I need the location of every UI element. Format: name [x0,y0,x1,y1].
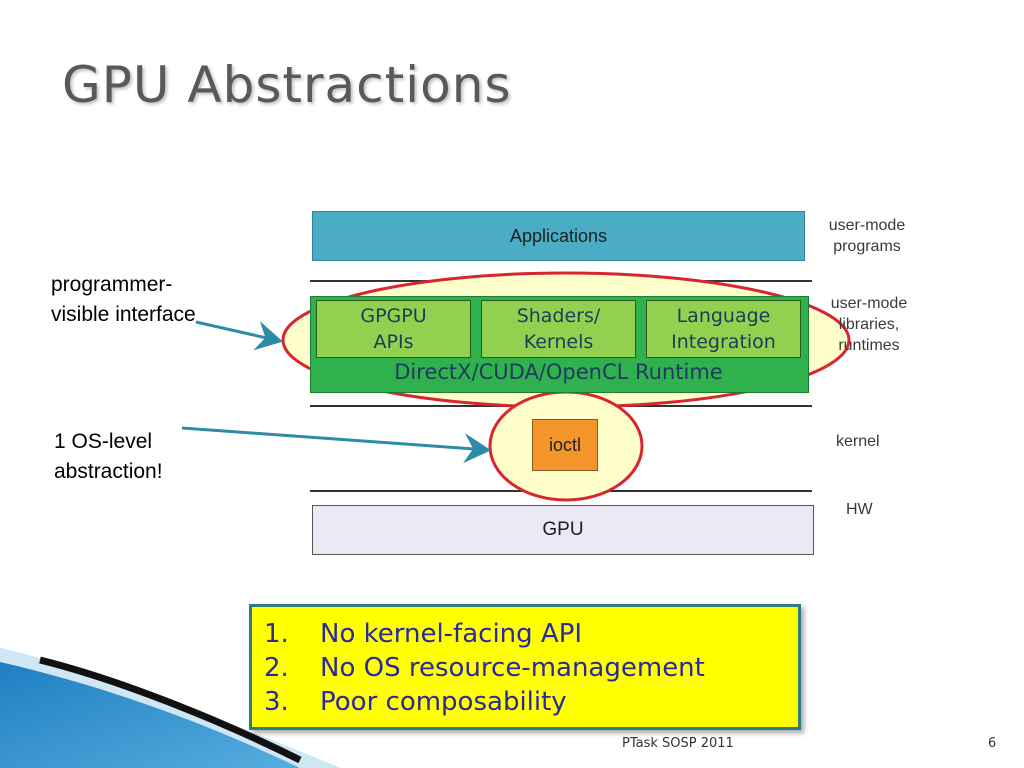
problem-number: 2. [264,653,289,683]
programmer-interface-arrow [195,320,283,351]
usermode-programs-line1: user-mode [828,217,906,234]
usermode-libraries-line2: libraries, [838,316,900,333]
problem-number: 3. [264,687,289,717]
problem-text: Poor composability [320,687,567,717]
language-integration-box: Language Integration [646,300,801,358]
ioctl-box: ioctl [532,419,598,471]
os-abstraction-annotation: 1 OS-level abstraction! [54,427,163,487]
usermode-libraries-label: user-mode libraries, runtimes [820,293,918,356]
shaders-label-line1: Shaders/ [516,305,601,327]
gpu-box: GPU [312,505,814,555]
programmer-annotation-line2: visible interface [51,303,196,326]
gpgpu-apis-box: GPGPU APIs [316,300,471,358]
problem-item: 2. No OS resource-management [264,651,798,685]
programmer-annotation-line1: programmer- [51,273,173,296]
usermode-libraries-line1: user-mode [830,295,908,312]
applications-box: Applications [312,211,805,261]
usermode-programs-label: user-mode programs [820,215,914,257]
programmer-interface-annotation: programmer- visible interface [51,270,196,330]
runtime-label: DirectX/CUDA/OpenCL Runtime [394,360,723,384]
shaders-label-line2: Kernels [523,331,594,353]
problems-list-box: 1. No kernel-facing API 2. No OS resource-… [249,604,801,730]
kernel-layer-label: kernel [836,433,880,450]
slide-number: 6 [988,736,997,751]
hw-layer-label: HW [846,501,873,518]
usermode-programs-line2: programs [833,238,901,255]
background-swoosh [0,648,340,768]
problem-item: 3. Poor composability [264,685,798,719]
language-label-line2: Integration [671,331,776,353]
gpgpu-label-line1: GPGPU [360,305,427,327]
os-abstraction-arrow [181,426,491,464]
shaders-kernels-box: Shaders/ Kernels [481,300,636,358]
os-annotation-line2: abstraction! [54,460,163,483]
language-label-line1: Language [676,305,771,327]
os-annotation-line1: 1 OS-level [54,430,153,453]
usermode-libraries-line3: runtimes [838,337,900,354]
problem-number: 1. [264,619,289,649]
problem-item: 1. No kernel-facing API [264,617,798,651]
page-title: GPU Abstractions [62,56,512,114]
problem-text: No OS resource-management [320,653,705,683]
problem-text: No kernel-facing API [320,619,583,649]
footer-text: PTask SOSP 2011 [622,736,734,751]
gpgpu-label-line2: APIs [373,331,414,353]
